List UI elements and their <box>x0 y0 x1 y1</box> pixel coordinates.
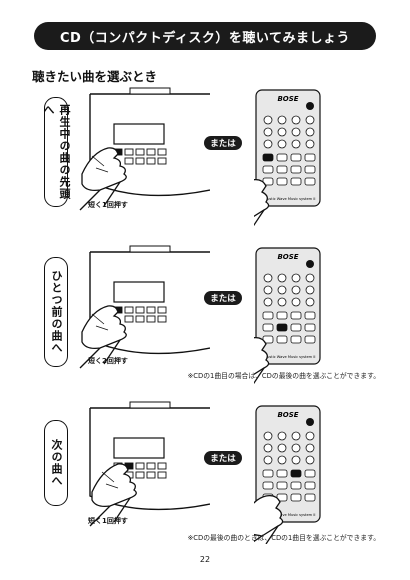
page-header: CD（コンパクトディスク）を聴いてみましょう <box>34 22 376 50</box>
row-3-footnote: ※CDの最後の曲のときは、CDの1曲目を選ぶことができます。 <box>187 534 380 542</box>
remote-illustration-1: BOSE Acoustic Wave Music system II <box>254 89 321 227</box>
remote-footer-text: Acoustic Wave Music system II <box>261 197 316 201</box>
remote-brand: BOSE <box>277 95 298 103</box>
remote-brand: BOSE <box>277 253 298 261</box>
page-number: 22 <box>199 555 211 564</box>
row-1-press-note: 短く1回押す <box>88 201 128 209</box>
section-heading: 聴きたい曲を選ぶとき <box>32 69 158 84</box>
remote-footer-text: Acoustic Wave Music system II <box>261 513 316 517</box>
remote-brand: BOSE <box>277 411 298 419</box>
page-title: CD（コンパクトディスク）を聴いてみましょう <box>59 30 351 46</box>
device-illustration-1 <box>79 87 210 211</box>
or-badge-3: または <box>204 451 242 465</box>
or-badge-1: または <box>204 136 242 150</box>
or-badge-2: または <box>204 291 242 305</box>
device-illustration-2 <box>79 245 210 369</box>
remote-footer-text: Acoustic Wave Music system II <box>261 355 316 359</box>
row-3-press-note: 短く1回押す <box>88 517 128 525</box>
device-illustration-3 <box>89 401 210 527</box>
remote-illustration-2: BOSE Acoustic Wave Music system II <box>254 247 321 385</box>
row-2-label: ひとつ前の曲へ <box>44 257 68 367</box>
row-3-label: 次の曲へ <box>44 420 68 506</box>
remote-illustration-3: BOSE Acoustic Wave Music system II <box>254 405 321 544</box>
row-2-footnote: ※CDの1曲目の場合は、CDの最後の曲を選ぶことができます。 <box>187 372 380 380</box>
row-2-press-note: 短く2回押す <box>88 357 128 365</box>
row-1-label: 再生中の曲の先頭へ <box>42 97 71 207</box>
